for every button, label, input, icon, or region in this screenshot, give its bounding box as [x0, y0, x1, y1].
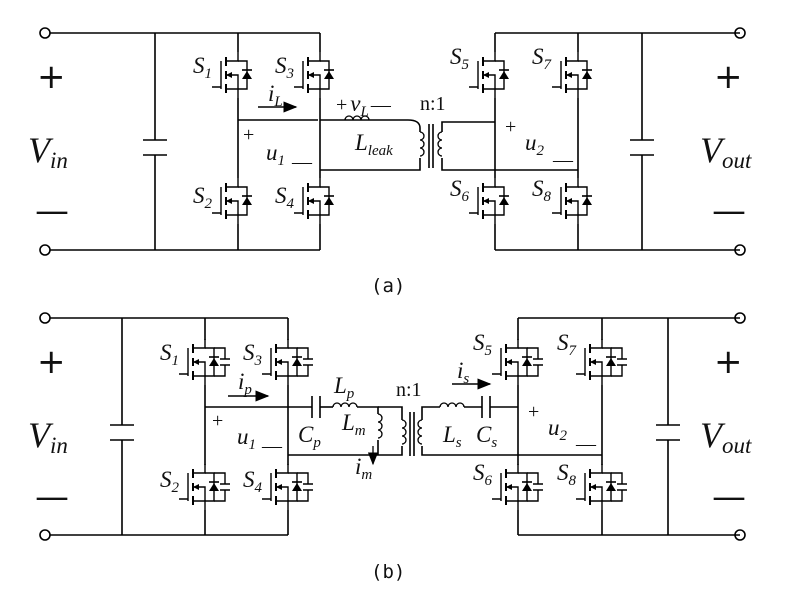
terminal-in-top-b	[39, 312, 51, 324]
circuit-a: + Vin — + Vout — S1 S3 S2 S4 S5 S7 S6 S8…	[28, 27, 752, 297]
vout-label-a: Vout	[700, 130, 752, 173]
switch-s7-a	[552, 52, 592, 98]
label-s2-a: S2	[193, 183, 213, 212]
label-im: im	[355, 454, 372, 483]
switch-s4-b	[262, 464, 313, 510]
switch-s2-b	[179, 464, 230, 510]
capacitor-cs	[481, 396, 491, 418]
label-cs: Cs	[476, 422, 497, 451]
label-vl: +vL—	[336, 91, 392, 120]
label-s6-a: S6	[450, 176, 470, 205]
output-capacitor-b	[656, 318, 680, 535]
circuit-b: + Vin — + Vout — S1 S3 S2 S4 S5 S7 S6 S8…	[28, 312, 752, 583]
label-u2-a: u2	[525, 130, 545, 159]
input-capacitor-a	[143, 33, 167, 250]
transformer-b	[401, 412, 423, 456]
terminal-in-bottom-b	[39, 529, 51, 541]
vout-plus-b: +	[714, 342, 743, 382]
vin-label-b: Vin	[28, 415, 68, 458]
label-ratio-b: n:1	[396, 379, 422, 401]
label-u1-b: u1	[237, 424, 256, 453]
label-ratio-a: n:1	[420, 93, 446, 115]
vout-minus-a: —	[712, 191, 746, 231]
label-s3-a: S3	[275, 53, 294, 82]
label-s4-b: S4	[243, 467, 263, 496]
output-capacitor-a	[630, 33, 654, 250]
caption-b: (b)	[371, 561, 405, 583]
vin-minus-a: —	[35, 191, 69, 231]
label-s7-a: S7	[532, 44, 553, 73]
vout-plus-a: +	[714, 57, 743, 97]
label-u2-b: u2	[548, 415, 568, 444]
label-lp: Lp	[333, 373, 355, 402]
label-s1-a: S1	[193, 53, 212, 82]
switch-s3-a	[294, 52, 334, 98]
label-s5-b: S5	[473, 330, 493, 359]
label-lleak: Lleak	[354, 130, 393, 159]
switch-s7-b	[576, 339, 627, 385]
label-s3-b: S3	[243, 340, 262, 369]
label-ls: Ls	[442, 422, 462, 451]
u1-minus-b: —	[261, 435, 283, 457]
label-ip: ip	[238, 369, 252, 398]
switch-s8-a	[552, 178, 592, 224]
terminal-in-top-a	[39, 27, 51, 39]
label-s8-b: S8	[557, 460, 577, 489]
input-capacitor-b	[110, 318, 134, 535]
inductor-lm	[377, 413, 383, 439]
u2-plus-b: +	[528, 401, 539, 423]
u2-minus-b: —	[575, 433, 597, 455]
u1-plus-a: +	[243, 124, 254, 146]
switch-s2-a	[212, 178, 252, 224]
vin-label-a: Vin	[28, 130, 68, 173]
label-il: iL	[268, 81, 283, 110]
terminal-in-bottom-a	[39, 244, 51, 256]
label-s4-a: S4	[275, 183, 295, 212]
switch-s5-a	[469, 52, 509, 98]
leakage-inductor-a	[344, 115, 370, 121]
capacitor-cp	[311, 396, 321, 418]
vout-label-b: Vout	[700, 415, 752, 458]
vout-minus-b: —	[712, 477, 746, 517]
vin-plus-b: +	[37, 342, 66, 382]
switch-s6-b	[492, 464, 543, 510]
transformer-a	[419, 124, 443, 168]
inductor-lp	[332, 402, 358, 408]
inductor-ls	[439, 402, 465, 408]
u1-minus-a: —	[291, 151, 313, 173]
label-s7-b: S7	[557, 330, 578, 359]
label-is: is	[457, 358, 469, 387]
switch-s6-a	[469, 178, 509, 224]
label-cp: Cp	[298, 422, 321, 451]
label-s8-a: S8	[532, 176, 552, 205]
switch-s1-b	[179, 339, 230, 385]
label-u1-a: u1	[266, 140, 285, 169]
label-s6-b: S6	[473, 460, 493, 489]
label-s5-a: S5	[450, 44, 470, 73]
label-s2-b: S2	[160, 467, 180, 496]
label-lm: Lm	[341, 410, 366, 439]
u1-plus-b: +	[212, 410, 223, 432]
switch-s4-a	[294, 178, 334, 224]
switch-s1-a	[212, 52, 252, 98]
switch-s5-b	[492, 339, 543, 385]
label-s1-b: S1	[160, 340, 179, 369]
switch-s3-b	[262, 339, 313, 385]
vin-minus-b: —	[35, 477, 69, 517]
switch-s8-b	[576, 464, 627, 510]
u2-plus-a: +	[505, 116, 516, 138]
caption-a: (a)	[371, 275, 405, 297]
u2-minus-a: —	[552, 149, 574, 171]
vin-plus-a: +	[37, 57, 66, 97]
